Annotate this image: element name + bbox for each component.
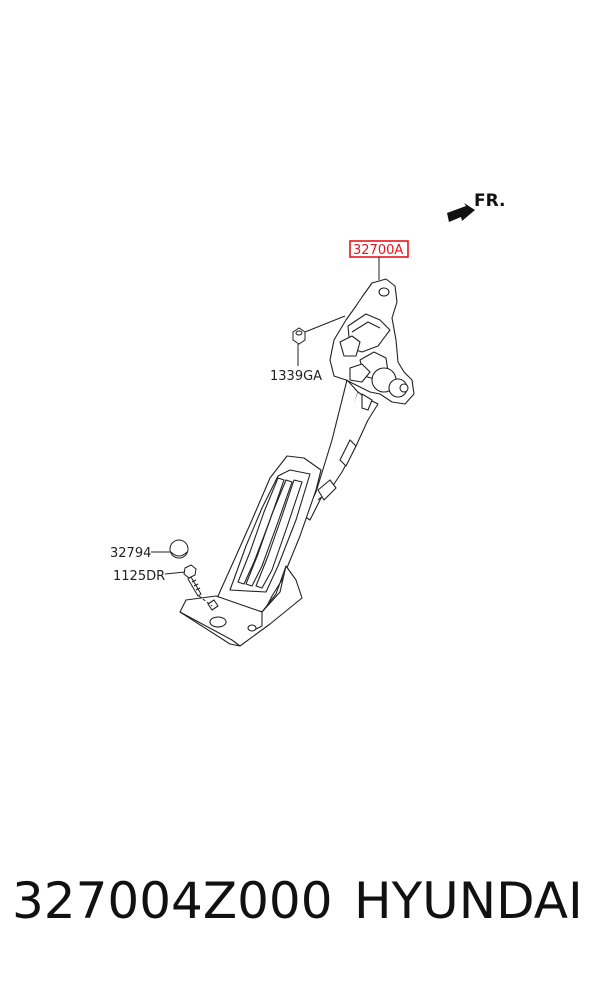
bolt-to-base-line: [198, 595, 213, 607]
cap-icon: [169, 539, 189, 559]
cap-part-label[interactable]: 32794: [110, 546, 151, 561]
nut-icon: [292, 327, 306, 345]
footer-part-number: 327004Z000: [12, 872, 333, 930]
accelerator-pedal-assembly-drawing: [179, 278, 415, 647]
footer-caption: 327004Z000 HYUNDAI: [0, 872, 600, 952]
footer-brand: HYUNDAI: [354, 872, 583, 930]
front-direction-arrow-icon: [447, 203, 475, 222]
bolt-leader-line: [164, 571, 186, 575]
front-direction-label: FR.: [474, 191, 505, 211]
bolt-part-label[interactable]: 1125DR: [113, 569, 165, 584]
nut-part-label[interactable]: 1339GA: [270, 369, 322, 384]
main-assembly-part-label[interactable]: 32700A: [353, 243, 403, 258]
nut-leader-line: [304, 315, 346, 333]
bolt-icon: [183, 564, 202, 597]
